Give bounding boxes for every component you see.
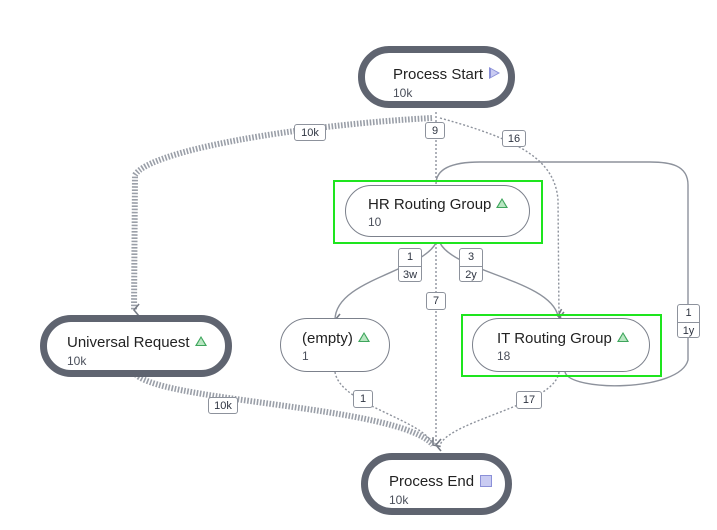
edge-label-hr-end[interactable]: 7: [426, 292, 446, 310]
node-count: 10k: [393, 86, 413, 100]
triangle-up-icon: [616, 332, 629, 342]
edge-label-hr-empty[interactable]: 1 3w: [398, 248, 422, 282]
node-process-end[interactable]: Process End 10k: [361, 453, 512, 515]
triangle-up-icon: [496, 198, 509, 208]
node-count: 10: [368, 215, 382, 229]
edge-label-start-it[interactable]: 16: [502, 130, 526, 147]
node-count: 10k: [67, 354, 87, 368]
edge-empty-to-end[interactable]: [334, 371, 434, 446]
node-count: 10k: [389, 493, 409, 507]
edge-label-empty-end[interactable]: 1: [353, 390, 373, 408]
node-count: 18: [497, 349, 511, 363]
stop-icon: [480, 475, 493, 487]
edge-it-to-hr[interactable]: [435, 161, 689, 387]
edge-label-hr-it[interactable]: 3 2y: [459, 248, 483, 282]
edge-label-it-end[interactable]: 17: [516, 391, 542, 409]
node-empty[interactable]: (empty) 1: [280, 318, 390, 372]
play-icon: [489, 67, 501, 79]
edge-label-start-hr[interactable]: 9: [425, 122, 445, 139]
edge-it-to-end[interactable]: [439, 371, 560, 446]
node-process-start[interactable]: Process Start 10k: [358, 46, 515, 108]
node-it-routing-group[interactable]: IT Routing Group 18: [472, 318, 650, 372]
edge-start-to-it[interactable]: [439, 117, 565, 325]
node-title: HR Routing Group: [368, 196, 492, 213]
node-hr-routing-group[interactable]: HR Routing Group 10: [345, 185, 530, 237]
edge-label-universal-end[interactable]: 10k: [208, 397, 238, 414]
node-title: IT Routing Group: [497, 330, 612, 347]
edge-label-it-hr[interactable]: 1 1y: [677, 304, 700, 338]
edge-hr-to-empty[interactable]: [333, 242, 437, 327]
triangle-up-icon: [194, 336, 207, 346]
triangle-up-icon: [357, 332, 370, 342]
edge-hr-to-it[interactable]: [439, 242, 565, 322]
node-universal-request[interactable]: Universal Request 10k: [40, 315, 232, 377]
node-title: Process End: [389, 473, 475, 490]
node-title: Universal Request: [67, 334, 190, 351]
edge-start-to-universal[interactable]: [131, 115, 433, 317]
node-title: Process Start: [393, 66, 484, 83]
node-title: (empty): [302, 330, 353, 347]
edge-universal-to-end[interactable]: [131, 369, 441, 448]
node-count: 1: [302, 349, 309, 363]
edge-label-start-universal[interactable]: 10k: [294, 124, 326, 141]
